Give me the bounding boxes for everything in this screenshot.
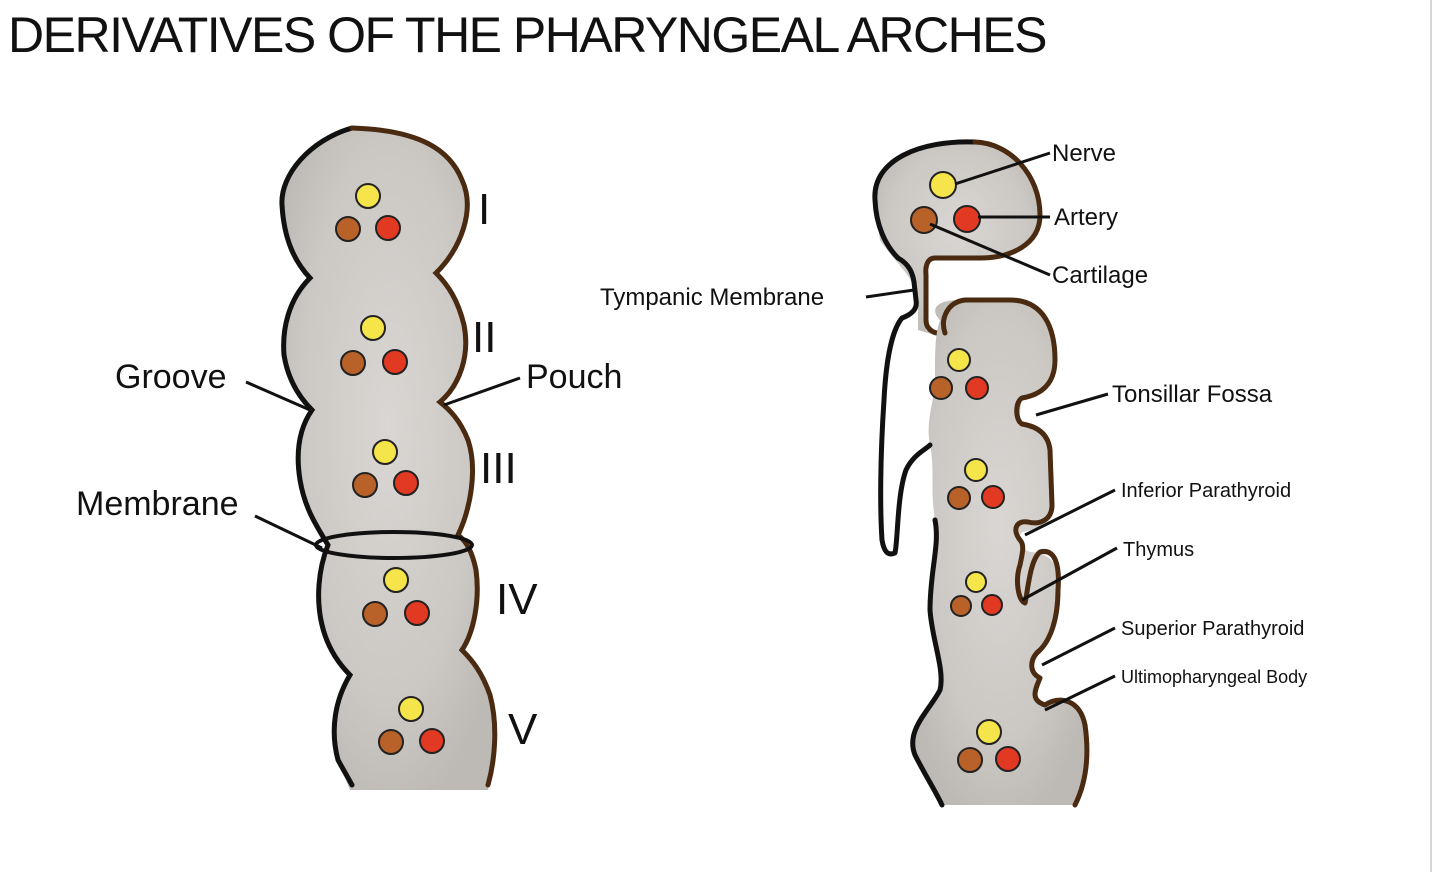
pouch-label: Pouch <box>526 358 622 396</box>
cartilage-circle <box>910 206 938 234</box>
right-arches-diagram: Nerve Artery Cartilage Tympanic Membrane… <box>600 139 1307 808</box>
left-arches-pouch-outline <box>349 125 498 788</box>
arch-iv-structures <box>362 567 430 627</box>
right-arch-3-structures <box>947 458 1005 510</box>
artery-label: Artery <box>1054 204 1118 231</box>
superior-parathyroid-leader-line <box>1041 626 1116 667</box>
nerve-circle <box>976 719 1002 745</box>
artery-circle <box>953 205 981 233</box>
tonsillar-fossa-label: Tonsillar Fossa <box>1112 381 1273 408</box>
nerve-circle <box>398 696 424 722</box>
nerve-circle <box>947 348 971 372</box>
arch-v-structures <box>378 696 445 755</box>
tonsillar-fossa-leader-line <box>1035 392 1109 417</box>
first-arch-groove-outline <box>872 139 978 261</box>
nerve-circle <box>360 315 386 341</box>
nerve-circle <box>355 183 381 209</box>
cartilage-circle <box>929 376 953 400</box>
artery-circle <box>981 485 1005 509</box>
inferior-parathyroid-leader-line <box>1024 488 1116 537</box>
superior-parathyroid-label: Superior Parathyroid <box>1121 618 1304 640</box>
artery-circle <box>965 376 989 400</box>
artery-circle <box>375 215 401 241</box>
right-column-groove-outline <box>878 255 945 808</box>
right-column-tissue <box>912 300 1087 805</box>
right-arch-1-structures <box>910 171 981 234</box>
arch-label-i: I <box>478 185 490 234</box>
artery-circle <box>419 728 445 754</box>
membrane-leader-line <box>254 514 323 550</box>
groove-label: Groove <box>115 358 227 396</box>
left-arches-groove-outline <box>279 125 355 788</box>
nerve-circle <box>929 171 957 199</box>
nerve-circle <box>964 458 988 482</box>
cartilage-circle <box>352 472 378 498</box>
artery-circle <box>981 594 1003 616</box>
cartilage-circle <box>340 350 366 376</box>
artery-circle <box>393 470 419 496</box>
arch-iii-structures <box>352 439 419 498</box>
cartilage-circle <box>950 595 972 617</box>
nerve-circle <box>965 571 987 593</box>
arch-label-ii: II <box>472 313 496 362</box>
membrane-label: Membrane <box>76 485 239 523</box>
tympanic-membrane-leader-line <box>865 288 915 299</box>
inferior-parathyroid-label: Inferior Parathyroid <box>1121 480 1291 502</box>
right-arch-2-structures <box>929 348 989 400</box>
cartilage-leader-line <box>929 222 1051 277</box>
right-column-pouch-outline <box>941 297 1090 808</box>
nerve-circle <box>372 439 398 465</box>
nerve-label: Nerve <box>1052 140 1116 167</box>
cartilage-circle <box>362 601 388 627</box>
left-arches-diagram: I II III IV V Groove Pouch Membrane <box>76 125 622 790</box>
nerve-leader-line <box>954 151 1051 186</box>
cartilage-circle <box>957 747 983 773</box>
artery-circle <box>382 349 408 375</box>
groove-leader-line <box>245 380 311 412</box>
arch-label-iv: IV <box>496 575 538 624</box>
cartilage-label: Cartilage <box>1052 262 1148 289</box>
first-arch-pouch-outline <box>923 139 1043 336</box>
artery-circle <box>404 600 430 626</box>
cartilage-circle <box>947 486 971 510</box>
cartilage-circle <box>335 216 361 242</box>
tympanic-membrane-label: Tympanic Membrane <box>600 284 824 311</box>
cartilage-circle <box>378 729 404 755</box>
right-arch-4-structures <box>950 571 1003 617</box>
ultimopharyngeal-body-leader-line <box>1044 674 1116 712</box>
arch-label-v: V <box>508 705 538 754</box>
artery-circle <box>995 746 1021 772</box>
arch-label-iii: III <box>480 444 517 493</box>
pouch-leader-line <box>443 376 521 407</box>
page-title: DERIVATIVES OF THE PHARYNGEAL ARCHES <box>8 7 1047 63</box>
thymus-label: Thymus <box>1123 539 1194 561</box>
ultimopharyngeal-body-label: Ultimopharyngeal Body <box>1121 667 1307 687</box>
nerve-circle <box>383 567 409 593</box>
arch-ii-structures <box>340 315 408 376</box>
thymus-leader-line <box>1021 546 1118 602</box>
right-arch-5-structures <box>957 719 1021 773</box>
arch-i-structures <box>335 183 401 242</box>
right-edge-divider <box>1430 0 1432 872</box>
